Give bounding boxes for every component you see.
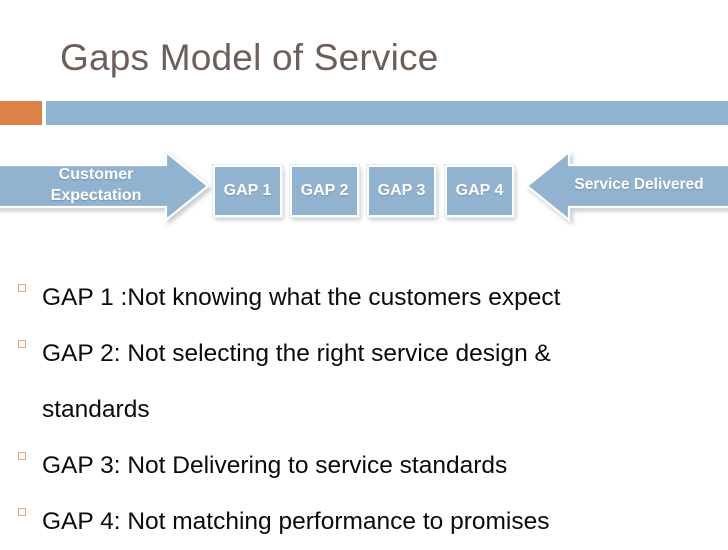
page-title: Gaps Model of Service <box>60 37 439 78</box>
list-item: GAP 4: Not matching performance to promi… <box>0 486 728 542</box>
bullet-text-1: GAP 1 :Not knowing what the customers ex… <box>42 284 561 311</box>
bullet-text-4: GAP 4: Not matching performance to promi… <box>42 508 550 535</box>
square-bullet-icon <box>18 508 26 516</box>
gap-box-3[interactable]: GAP 3 <box>366 164 437 218</box>
service-delivered-arrow <box>525 149 728 223</box>
bullet-text-3: GAP 3: Not Delivering to service standar… <box>42 452 508 479</box>
square-bullet-icon <box>18 284 26 292</box>
customer-expectation-line-1: Customer <box>58 166 134 183</box>
service-delivered-label: Service Delivered <box>574 176 704 193</box>
title-divider <box>0 101 728 125</box>
bullet-text-2: GAP 2: Not selecting the right service d… <box>42 340 551 423</box>
list-item: GAP 1 :Not knowing what the customers ex… <box>0 262 728 318</box>
gap-box-2[interactable]: GAP 2 <box>289 164 360 218</box>
title-rule-line <box>46 101 728 125</box>
customer-expectation-label: Customer Expectation <box>22 164 170 206</box>
bullet-list: GAP 1 :Not knowing what the customers ex… <box>0 262 728 542</box>
gap-box-1[interactable]: GAP 1 <box>212 164 283 218</box>
list-item: GAP 3: Not Delivering to service standar… <box>0 430 728 486</box>
title-accent-block <box>0 101 42 125</box>
square-bullet-icon <box>18 340 26 348</box>
list-item: GAP 2: Not selecting the right service d… <box>0 318 728 430</box>
customer-expectation-arrow <box>0 149 210 223</box>
customer-expectation-line-2: Expectation <box>50 187 142 204</box>
square-bullet-icon <box>18 452 26 460</box>
gap-box-4[interactable]: GAP 4 <box>444 164 515 218</box>
gaps-model-diagram: Customer Expectation GAP 1 GAP 2 GAP 3 G… <box>0 148 728 234</box>
